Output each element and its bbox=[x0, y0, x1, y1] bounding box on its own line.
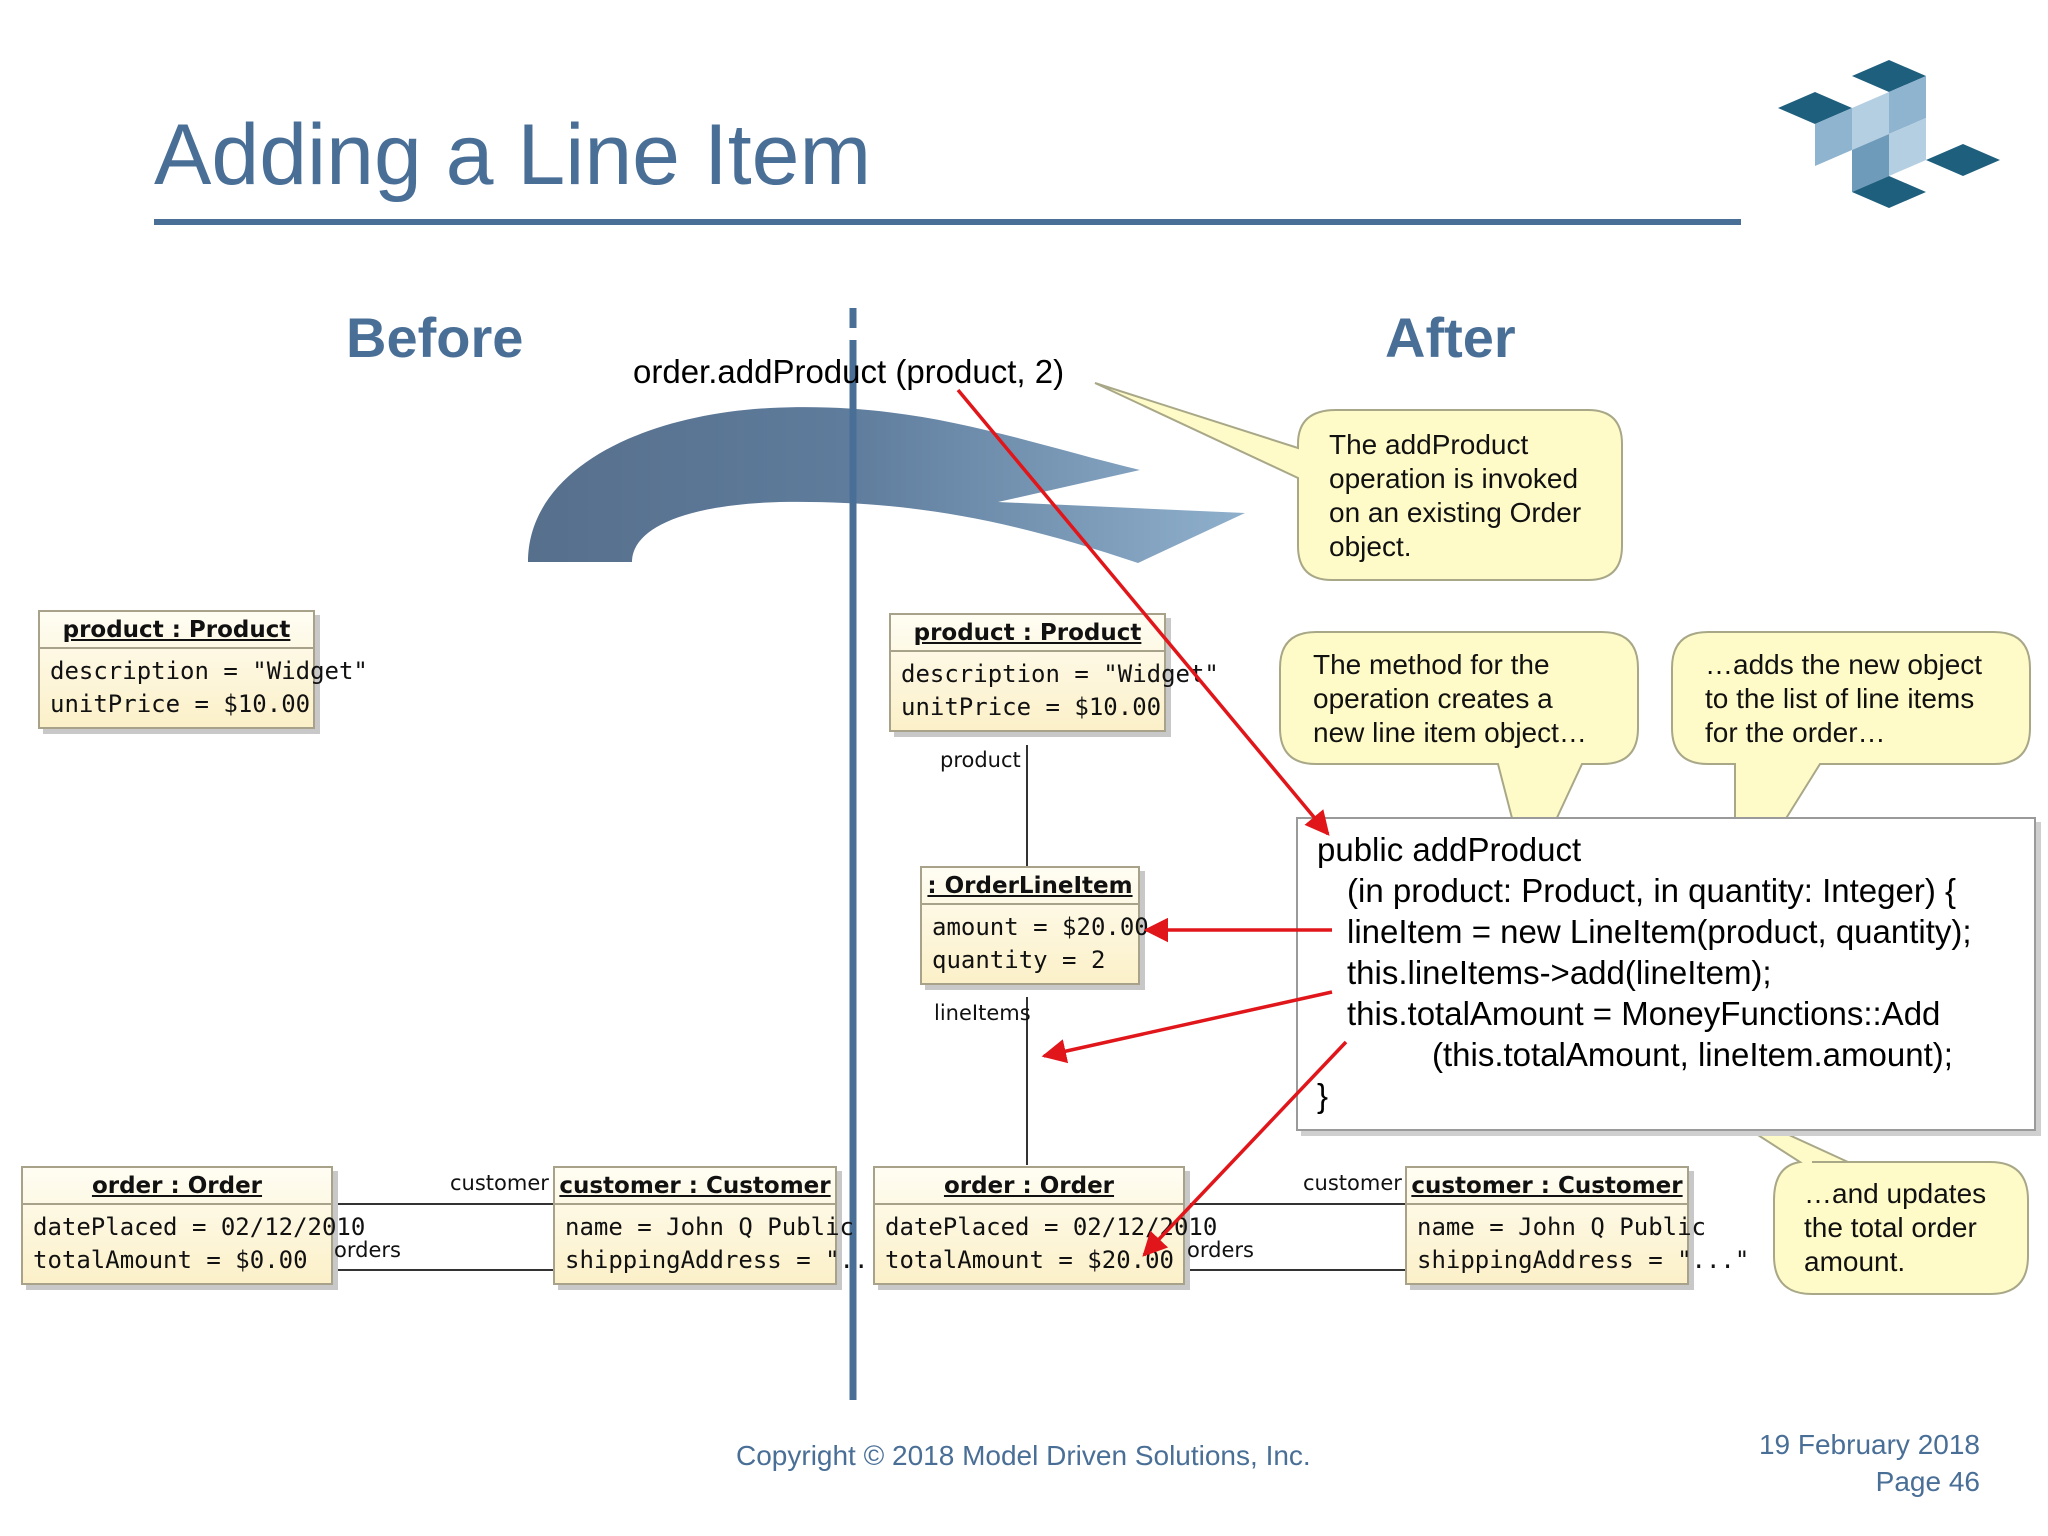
object-attribute: name = John Q Public bbox=[1417, 1213, 1706, 1241]
role-label-orders: orders bbox=[334, 1238, 401, 1262]
after-associations bbox=[1026, 745, 1405, 1271]
code-line: (this.totalAmount, lineItem.amount); bbox=[1432, 1036, 1953, 1073]
callout-line: new line item object… bbox=[1313, 717, 1587, 748]
role-label-lineitems: lineItems bbox=[934, 1001, 1031, 1025]
object-name: order : Order bbox=[875, 1168, 1183, 1205]
object-attribute: datePlaced = 02/12/2010 bbox=[33, 1213, 366, 1241]
method-call-label: order.addProduct (product, 2) bbox=[633, 353, 1065, 390]
callout-invoke-text: The addProduct operation is invoked on a… bbox=[1329, 428, 1581, 564]
callout-line: on an existing Order bbox=[1329, 497, 1582, 528]
callout-line: The addProduct bbox=[1329, 429, 1529, 460]
code-line: public addProduct bbox=[1317, 831, 1582, 868]
arrow-update-total bbox=[1142, 1040, 1348, 1257]
after-order-object: order : Order datePlaced = 02/12/2010 to… bbox=[873, 1166, 1217, 1285]
arrow-invoke-to-method bbox=[956, 388, 1330, 836]
title-underline bbox=[154, 219, 1741, 225]
callout-line: …adds the new object bbox=[1705, 649, 1983, 680]
before-product-object: product : Product description = "Widget"… bbox=[38, 610, 368, 729]
method-code-box bbox=[1296, 817, 2036, 1131]
role-label-customer: customer bbox=[1303, 1171, 1402, 1195]
role-label-product: product bbox=[940, 748, 1021, 772]
object-attribute: amount = $20.00 bbox=[932, 913, 1149, 941]
before-heading: Before bbox=[346, 306, 524, 369]
callout-updates-text: …and updates the total order amount. bbox=[1804, 1177, 1986, 1279]
object-attribute: name = John Q Public bbox=[565, 1213, 854, 1241]
code-line: } bbox=[1317, 1077, 1329, 1114]
after-heading: After bbox=[1385, 306, 1516, 369]
after-product-object: product : Product description = "Widget"… bbox=[889, 613, 1219, 732]
transition-arrow bbox=[528, 407, 1245, 563]
before-order-object: order : Order datePlaced = 02/12/2010 to… bbox=[21, 1166, 366, 1285]
footer-page-number: Page 46 bbox=[1875, 1466, 1980, 1497]
object-attribute: unitPrice = $10.00 bbox=[901, 693, 1162, 721]
code-line: this.lineItems->add(lineItem); bbox=[1347, 954, 1772, 991]
arrow-add-to-lineitems bbox=[1041, 990, 1333, 1064]
callout-line: operation is invoked bbox=[1329, 463, 1579, 494]
object-name: customer : Customer bbox=[1407, 1168, 1687, 1205]
role-label-customer: customer bbox=[450, 1171, 549, 1195]
company-logo bbox=[1778, 60, 2000, 208]
object-attribute: quantity = 2 bbox=[932, 946, 1106, 974]
callout-line: operation creates a bbox=[1313, 683, 1553, 714]
before-associations bbox=[331, 1203, 553, 1271]
callout-adds-text: …adds the new object to the list of line… bbox=[1705, 648, 1982, 750]
footer-date: 19 February 2018 bbox=[1758, 1429, 1980, 1460]
callout-updates bbox=[1679, 1084, 2029, 1295]
slide-title: Adding a Line Item bbox=[154, 107, 872, 203]
callout-line: The method for the bbox=[1313, 649, 1550, 680]
callout-creates-text: The method for the operation creates a n… bbox=[1313, 648, 1587, 750]
callout-line: for the order… bbox=[1705, 717, 1886, 748]
role-label-orders: orders bbox=[1187, 1238, 1254, 1262]
before-customer-object: customer : Customer name = John Q Public… bbox=[553, 1166, 897, 1285]
object-attribute: totalAmount = $0.00 bbox=[33, 1246, 308, 1274]
code-line: (in product: Product, in quantity: Integ… bbox=[1347, 872, 1957, 909]
object-name: product : Product bbox=[891, 615, 1164, 652]
callout-line: to the list of line items bbox=[1705, 683, 1975, 714]
object-attribute: unitPrice = $10.00 bbox=[50, 690, 311, 718]
object-name: product : Product bbox=[40, 612, 313, 649]
callout-line: the total order bbox=[1804, 1212, 1977, 1243]
callout-line: amount. bbox=[1804, 1246, 1906, 1277]
callout-line: …and updates bbox=[1804, 1178, 1987, 1209]
object-attribute: totalAmount = $20.00 bbox=[885, 1246, 1174, 1274]
after-orderlineitem-object: : OrderLineItem amount = $20.00 quantity… bbox=[920, 866, 1149, 985]
code-line: lineItem = new LineItem(product, quantit… bbox=[1347, 913, 1972, 950]
callout-line: object. bbox=[1329, 531, 1412, 562]
object-name: : OrderLineItem bbox=[922, 868, 1138, 905]
code-line: this.totalAmount = MoneyFunctions::Add bbox=[1347, 995, 1941, 1032]
footer-copyright: Copyright © 2018 Model Driven Solutions,… bbox=[736, 1440, 1311, 1471]
object-name: customer : Customer bbox=[555, 1168, 835, 1205]
callout-invoke bbox=[1094, 382, 1623, 581]
object-name: order : Order bbox=[23, 1168, 331, 1205]
